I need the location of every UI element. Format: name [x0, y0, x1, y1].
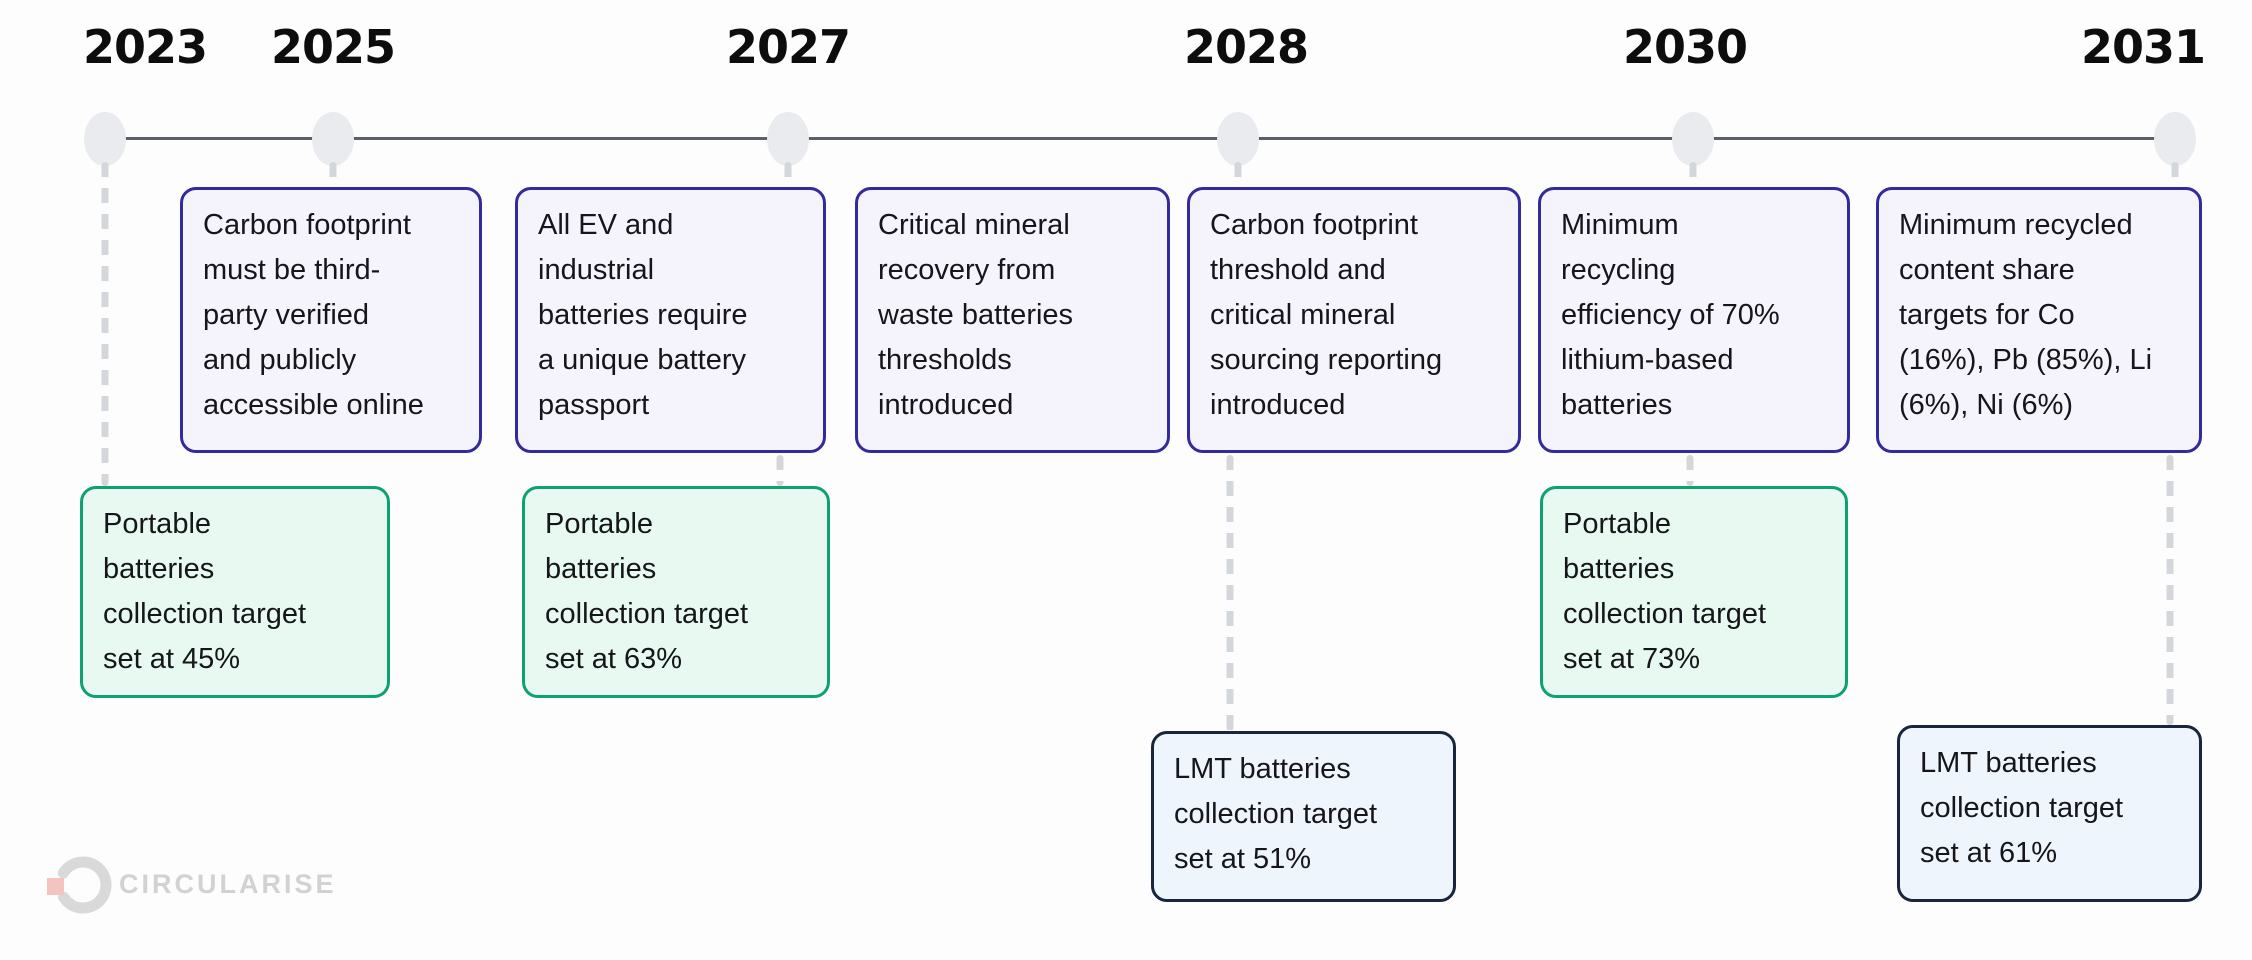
regulation-card-2025-carbon-footprint: Carbon footprint must be third- party ve…: [180, 187, 482, 453]
portable-card-2027-target-63: Portable batteries collection target set…: [522, 486, 830, 698]
connector-2023: [101, 162, 109, 486]
regulation-card-2027-critical-mineral-recovery: Critical mineral recovery from waste bat…: [855, 187, 1170, 453]
timeline-node-2023: [84, 112, 126, 166]
connector-2031-lower: [2166, 455, 2174, 725]
year-label-2030: 2030: [1622, 20, 1748, 74]
timeline-node-2027: [767, 112, 809, 166]
circularise-logo-text: CIRCULARISE: [119, 869, 337, 899]
connector-2028-lower: [1226, 455, 1234, 731]
year-label-2028: 2028: [1183, 20, 1309, 74]
timeline-node-2030: [1672, 112, 1714, 166]
lmt-card-2028-target-51: LMT batteries collection target set at 5…: [1151, 731, 1456, 902]
connector-2027-upper: [784, 162, 792, 187]
circularise-ring-icon: [54, 856, 112, 914]
portable-card-2023-target-45: Portable batteries collection target set…: [80, 486, 390, 698]
connector-2030-upper: [1689, 162, 1697, 187]
timeline-node-2031: [2154, 112, 2196, 166]
timeline-node-2028: [1217, 112, 1259, 166]
regulation-card-2030-recycling-efficiency: Minimum recycling efficiency of 70% lith…: [1538, 187, 1850, 453]
year-label-2025: 2025: [270, 20, 396, 74]
connector-2031-upper: [2171, 162, 2179, 187]
connector-2027-lower: [776, 455, 784, 486]
regulation-card-2027-battery-passport: All EV and industrial batteries require …: [515, 187, 826, 453]
year-label-2027: 2027: [725, 20, 851, 74]
lmt-card-2031-target-61: LMT batteries collection target set at 6…: [1897, 725, 2202, 902]
connector-2025: [329, 162, 337, 187]
regulation-card-2031-recycled-content: Minimum recycled content share targets f…: [1876, 187, 2202, 453]
year-label-2023: 2023: [82, 20, 208, 74]
regulation-card-2028-threshold-reporting: Carbon footprint threshold and critical …: [1187, 187, 1521, 453]
year-label-2031: 2031: [2080, 20, 2206, 74]
portable-card-2030-target-73: Portable batteries collection target set…: [1540, 486, 1848, 698]
circularise-pink-square-icon: [47, 878, 64, 895]
timeline-node-2025: [312, 112, 354, 166]
timeline-axis: [105, 137, 2175, 140]
connector-2030-lower: [1686, 455, 1694, 486]
circularise-logo: CIRCULARISE: [44, 852, 344, 916]
connector-2028-upper: [1234, 162, 1242, 187]
